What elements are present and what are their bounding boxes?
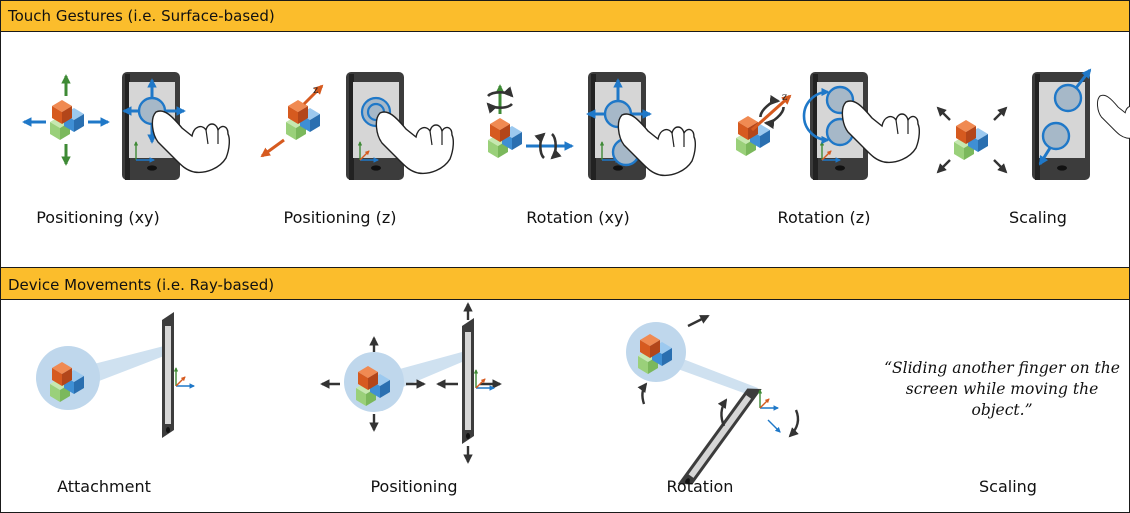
cube-stack-icon [488, 118, 522, 158]
z-label: z [782, 92, 787, 103]
z-in-arrow-icon [260, 138, 285, 158]
z-axis-arrow-icon [750, 94, 792, 132]
cube-stack-icon [954, 120, 988, 160]
hand-icon [1096, 94, 1130, 139]
rotation-xy-illustration [488, 72, 697, 180]
z-out-arrow-icon [302, 84, 324, 106]
diagonal-arrow-icon [936, 159, 951, 174]
cube-stack-icon [286, 100, 320, 140]
scaling-quote: “Sliding another finger on the screen wh… [884, 359, 1120, 419]
ray-beam-icon [396, 352, 462, 390]
caption-attachment: Attachment [57, 477, 151, 496]
diagonal-arrow-icon [993, 106, 1008, 121]
positioning-z-illustration: z [260, 72, 455, 180]
device-positioning-illustration [320, 302, 502, 464]
device-movements-header: Device Movements (i.e. Ray-based) [1, 267, 1129, 300]
caption-rotation-device: Rotation [666, 477, 734, 496]
axes-icon [176, 368, 194, 386]
device-movements-title: Device Movements (i.e. Ray-based) [8, 276, 275, 294]
attachment-illustration [36, 312, 194, 438]
axes-icon [760, 390, 778, 408]
ray-beam-icon [86, 346, 164, 386]
positioning-xy-illustration [22, 72, 231, 180]
phone-side-icon [162, 312, 174, 438]
cube-stack-icon [50, 100, 84, 140]
caption-positioning-device: Positioning [370, 477, 458, 496]
caption-positioning-z: Positioning (z) [283, 208, 397, 227]
axes-icon [476, 370, 494, 388]
phone-side-icon [677, 382, 762, 491]
touch-gestures-title: Touch Gestures (i.e. Surface-based) [8, 7, 275, 25]
diagonal-arrow-icon [993, 159, 1008, 174]
phone-side-icon [462, 318, 474, 444]
device-rotation-illustration [626, 314, 800, 491]
caption-positioning-xy: Positioning (xy) [36, 208, 160, 227]
caption-rotation-xy: Rotation (xy) [526, 208, 630, 227]
diagonal-arrow-icon [936, 106, 951, 121]
rotation-z-illustration: z [736, 72, 921, 180]
rotate-arc-icon [802, 87, 830, 145]
cube-stack-icon [736, 116, 770, 156]
touch-point-icon [1053, 83, 1083, 113]
ray-beam-icon [664, 354, 758, 396]
caption-rotation-z: Rotation (z) [777, 208, 871, 227]
scaling-illustration [936, 68, 1130, 180]
caption-scaling-device: Scaling [979, 477, 1037, 496]
caption-scaling-touch: Scaling [1009, 208, 1067, 227]
touch-point-icon [1041, 121, 1071, 151]
touch-gestures-header: Touch Gestures (i.e. Surface-based) [1, 1, 1129, 32]
z-label: z [313, 85, 318, 96]
